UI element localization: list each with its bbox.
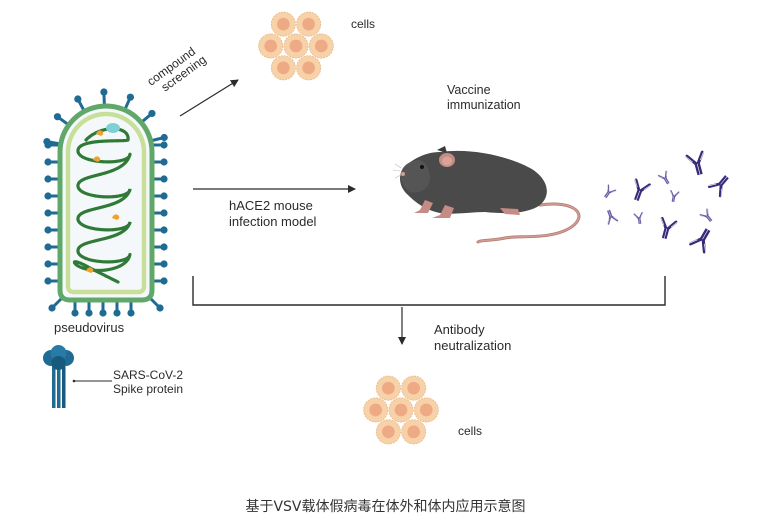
vaccine-line1: Vaccine xyxy=(447,83,521,98)
spike-head xyxy=(44,277,51,284)
spike-head xyxy=(113,309,120,316)
antibody-line2: neutralization xyxy=(434,338,511,354)
cell-nucleus xyxy=(407,382,420,395)
antibody-neutralization-label: Antibody neutralization xyxy=(434,322,511,354)
antibody-line1: Antibody xyxy=(434,322,511,338)
spike-head xyxy=(100,88,107,95)
spike-head xyxy=(148,110,155,117)
cell-nucleus xyxy=(277,18,290,31)
antibody xyxy=(603,208,619,225)
spike-head xyxy=(160,158,167,165)
spike-head xyxy=(44,260,51,267)
spike-head xyxy=(44,226,51,233)
cell-cluster-icon xyxy=(364,376,439,444)
spike-head xyxy=(156,304,163,311)
spike-head xyxy=(99,309,106,316)
antibody xyxy=(601,184,617,200)
compound-screening-arrow xyxy=(180,80,238,116)
spike-head xyxy=(44,158,51,165)
antibody xyxy=(633,212,645,225)
spike-head xyxy=(160,141,167,148)
spike-head xyxy=(44,192,51,199)
antibody xyxy=(628,178,652,203)
cell-nucleus xyxy=(382,382,395,395)
spike-head xyxy=(44,209,51,216)
spike-head xyxy=(160,243,167,250)
pseudovirus-label: pseudovirus xyxy=(54,320,124,335)
spike-head xyxy=(74,95,81,102)
antibody xyxy=(688,225,716,254)
cell-cluster-icon xyxy=(259,12,334,80)
spike-head xyxy=(160,260,167,267)
cell-nucleus xyxy=(369,404,382,417)
bracket-connector xyxy=(193,276,665,305)
cell-nucleus xyxy=(290,40,303,53)
antibody xyxy=(657,170,673,186)
antibody xyxy=(668,190,680,203)
spike-pointer-dot xyxy=(73,380,76,383)
cell-nucleus xyxy=(302,18,315,31)
spike-head xyxy=(44,175,51,182)
cell-nucleus xyxy=(264,40,277,53)
cell-nucleus xyxy=(420,404,433,417)
antibody-icon xyxy=(601,151,734,254)
cell-nucleus xyxy=(395,404,408,417)
cell-nucleus xyxy=(382,426,395,439)
antibody xyxy=(699,208,715,224)
hace2-line2: infection model xyxy=(229,214,316,230)
cell-nucleus xyxy=(315,40,328,53)
spike-head xyxy=(48,304,55,311)
vaccine-immunization-label: Vaccine immunization xyxy=(447,83,521,113)
spike-head xyxy=(127,94,134,101)
cell-nucleus xyxy=(407,426,420,439)
hace2-model-label: hACE2 mouse infection model xyxy=(229,198,316,230)
spike-line2: Spike protein xyxy=(113,382,183,396)
spike-line1: SARS-CoV-2 xyxy=(113,368,183,382)
antibody xyxy=(707,171,734,198)
cells-top-label: cells xyxy=(351,17,375,32)
spike-head xyxy=(44,243,51,250)
spike-protein-label: SARS-CoV-2 Spike protein xyxy=(113,368,183,396)
mouse-icon xyxy=(393,146,579,242)
polymerase xyxy=(106,123,120,133)
cell-nucleus xyxy=(302,62,315,75)
figure-caption: 基于VSV载体假病毒在体外和体内应用示意图 xyxy=(0,496,771,516)
spike-protein-icon xyxy=(43,345,74,408)
spike-head xyxy=(161,134,168,141)
spike-head xyxy=(160,226,167,233)
spike-head xyxy=(160,192,167,199)
antibody xyxy=(656,217,679,241)
spike-head xyxy=(160,277,167,284)
spike-head xyxy=(85,309,92,316)
spike-head xyxy=(127,309,134,316)
antibody xyxy=(685,151,710,177)
spike-head xyxy=(54,113,61,120)
cells-bottom-label: cells xyxy=(458,424,482,439)
spike-head xyxy=(160,209,167,216)
vaccine-line2: immunization xyxy=(447,98,521,113)
pseudovirus-particle-icon xyxy=(43,88,168,316)
spike-head xyxy=(160,175,167,182)
hace2-line1: hACE2 mouse xyxy=(229,198,316,214)
cell-nucleus xyxy=(277,62,290,75)
spike-head xyxy=(71,309,78,316)
spike-head xyxy=(43,138,50,145)
